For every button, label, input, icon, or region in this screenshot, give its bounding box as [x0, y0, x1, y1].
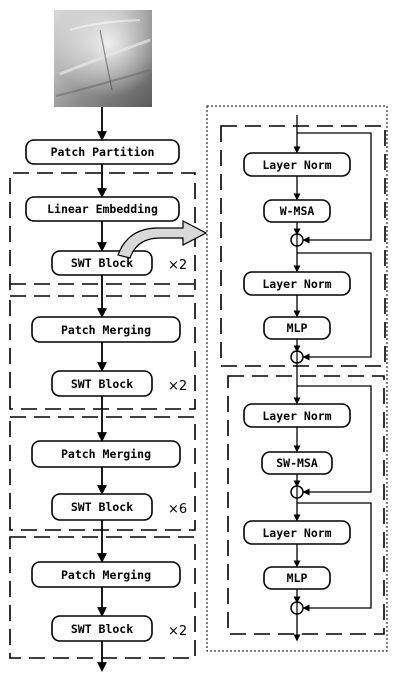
svg-text:MLP: MLP	[287, 571, 308, 585]
svg-text:Layer Norm: Layer Norm	[262, 277, 331, 291]
svg-text:W-MSA: W-MSA	[280, 204, 315, 218]
layer-norm-block: Layer Norm	[244, 404, 350, 427]
svg-text:Linear Embedding: Linear Embedding	[47, 202, 158, 216]
patch-merging-block-stage-4: Patch Merging	[32, 562, 180, 587]
layer-norm-block: Layer Norm	[244, 521, 350, 544]
svg-text:MLP: MLP	[287, 321, 308, 335]
svg-text:Patch Partition: Patch Partition	[51, 145, 155, 159]
svg-text:Layer Norm: Layer Norm	[262, 409, 331, 423]
swt-block-stage-2: SWT Block	[52, 371, 152, 396]
mlp-block: MLP	[264, 567, 330, 589]
svg-text:Patch Merging: Patch Merging	[61, 447, 151, 461]
repeat-label-stage-2: ×2	[168, 379, 187, 394]
residual-add-icon	[291, 486, 303, 498]
residual-add-icon	[291, 602, 303, 614]
input-image	[54, 10, 152, 107]
svg-text:SWT Block: SWT Block	[71, 500, 133, 514]
layer-norm-block: Layer Norm	[244, 272, 350, 295]
sw-msa-block: SW-MSA	[262, 452, 332, 474]
residual-add-icon	[291, 351, 303, 363]
svg-text:Patch Merging: Patch Merging	[61, 323, 151, 337]
svg-text:SWT Block: SWT Block	[71, 377, 133, 391]
svg-text:SWT Block: SWT Block	[71, 256, 133, 270]
repeat-label-stage-1: ×2	[168, 258, 187, 273]
expand-arrow	[118, 221, 206, 258]
w-msa-block: W-MSA	[264, 200, 330, 222]
mlp-block: MLP	[264, 317, 330, 339]
svg-text:Layer Norm: Layer Norm	[262, 158, 331, 172]
svg-text:Layer Norm: Layer Norm	[262, 526, 331, 540]
svg-text:SW-MSA: SW-MSA	[276, 456, 318, 470]
repeat-label-stage-4: ×2	[168, 624, 187, 639]
swt-block-stage-3: SWT Block	[52, 494, 152, 520]
patch-merging-block-stage-2: Patch Merging	[32, 317, 180, 342]
swt-block-stage-4: SWT Block	[52, 616, 152, 641]
patch-merging-block-stage-3: Patch Merging	[32, 441, 180, 467]
svg-text:Patch Merging: Patch Merging	[61, 568, 151, 582]
patch-partition-block: Patch Partition	[26, 140, 179, 164]
repeat-label-stage-3: ×6	[168, 502, 187, 517]
linear-embedding-block: Linear Embedding	[26, 197, 179, 221]
swt-block-stage-1: SWT Block	[52, 251, 152, 275]
layer-norm-block: Layer Norm	[244, 153, 350, 176]
svg-text:SWT Block: SWT Block	[71, 622, 133, 636]
residual-add-icon	[291, 234, 303, 246]
